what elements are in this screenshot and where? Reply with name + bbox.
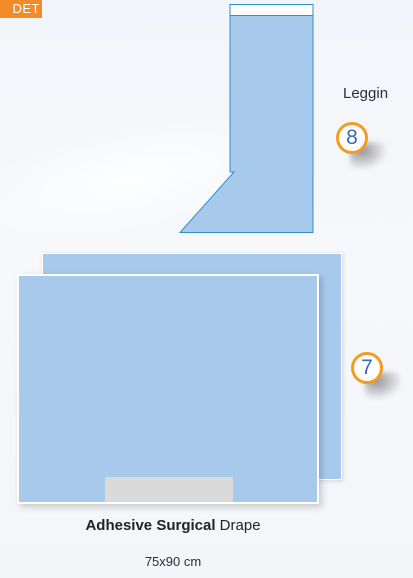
drape-size: 75x90 cm — [0, 554, 346, 569]
badge-number: 7 — [351, 352, 383, 384]
corner-tag: DET — [0, 0, 42, 18]
leggin-body — [180, 16, 313, 233]
leggin-number-badge: 8 — [336, 122, 382, 168]
drape-title-rest: Drape — [216, 517, 261, 534]
leggin-label: Leggin — [343, 85, 388, 102]
drape-title-strong: Adhesive Surgical — [85, 517, 215, 534]
drape-title: Adhesive Surgical Drape — [0, 517, 346, 534]
drape-number-badge: 7 — [351, 352, 397, 398]
leggin-cuff — [230, 5, 313, 16]
drape-front-sheet — [17, 274, 319, 504]
adhesive-strip — [105, 477, 233, 502]
leggin-illustration — [176, 0, 318, 238]
badge-number: 8 — [336, 122, 368, 154]
